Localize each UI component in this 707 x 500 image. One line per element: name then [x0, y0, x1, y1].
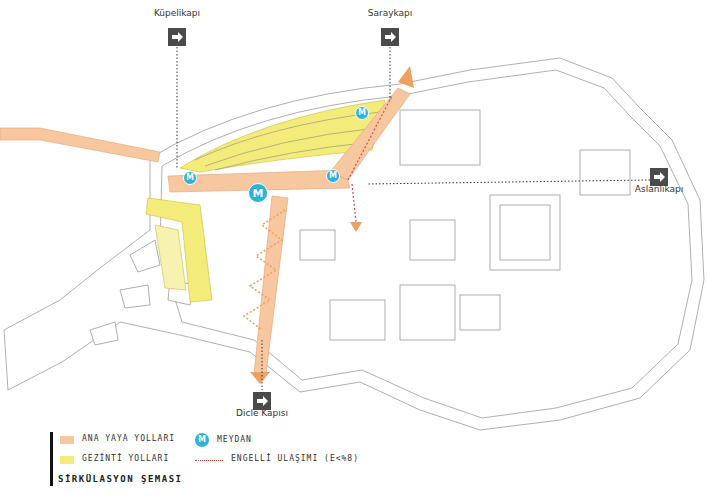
building [490, 195, 560, 270]
gate-arrow [172, 32, 665, 406]
yellow-terrace [155, 225, 186, 290]
castle-wall [4, 58, 704, 430]
main-paths [0, 66, 414, 384]
gate-label: Dicle Kapısı [236, 409, 288, 419]
gate-label: Küpelikapı [154, 9, 200, 19]
building [580, 150, 630, 195]
building [410, 220, 455, 260]
square-letter: M [358, 109, 366, 117]
building [400, 110, 480, 165]
square-marker: M [326, 169, 340, 183]
yellow-terrace [146, 198, 212, 302]
building [330, 300, 385, 340]
main-path [330, 88, 410, 180]
legend-bar [50, 432, 53, 486]
legend-text: ANA YAYA YOLLARI [82, 435, 175, 444]
gate-label: Saraykapı [368, 9, 413, 19]
arrow-head [350, 222, 362, 232]
arrow-head [398, 66, 414, 88]
main-path [254, 196, 288, 374]
accessible-route [348, 96, 392, 222]
gate-label: Aslanlıkapı [635, 185, 683, 195]
walkway [0, 128, 160, 162]
gate-markers [50, 28, 668, 486]
legend-swatch [60, 456, 74, 464]
arrow-head [250, 372, 270, 384]
building [500, 205, 550, 260]
accessible-route [244, 210, 285, 330]
caption: SİRKÜLASYON ŞEMASI [58, 474, 183, 484]
square-marker: M [355, 106, 369, 120]
gate-leader [177, 47, 650, 390]
inner-wall [160, 70, 692, 418]
square-letter: M [329, 172, 337, 180]
building [460, 295, 500, 330]
square-marker: M [248, 183, 268, 203]
building [300, 230, 335, 260]
square-marker: M [183, 171, 197, 185]
legend-letter: M [198, 436, 206, 445]
legend-text: GEZİNTİ YOLLARI [82, 455, 169, 464]
legend-text: ENGELLİ ULAŞIMI (E<%8) [231, 455, 359, 464]
legend-line [195, 460, 223, 461]
square-letter: M [186, 174, 194, 182]
building [400, 285, 455, 340]
legend-text: MEYDAN [217, 436, 252, 445]
square-letter: M [253, 188, 264, 199]
legend-swatch [60, 436, 74, 444]
